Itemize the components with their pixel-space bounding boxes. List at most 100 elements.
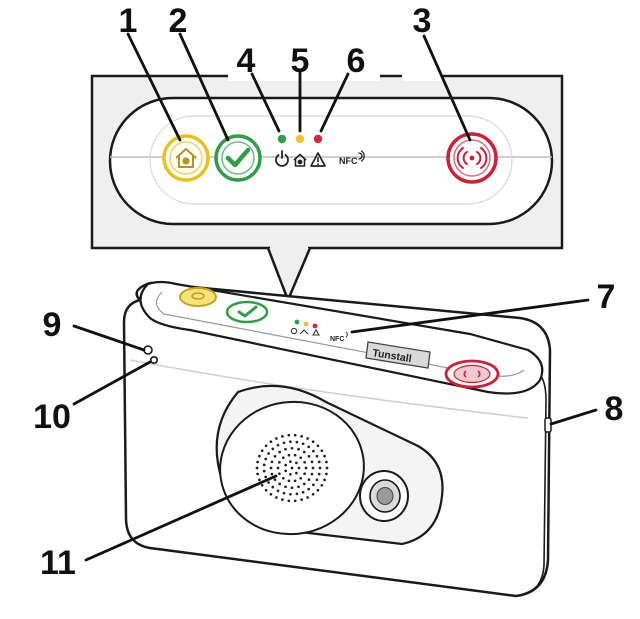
speaker-hole [289,460,292,463]
device-alarm-led [312,323,318,329]
speaker-hole [307,455,311,458]
warning-icon [310,152,326,167]
callout-11: 11 [40,544,76,582]
speaker-hole [264,457,268,461]
speaker-hole [303,472,306,476]
speaker-hole [318,466,322,470]
speaker-hole [276,489,280,493]
speaker-hole [284,463,288,467]
speaker-hole [269,440,273,444]
speaker-hole [307,478,311,481]
home-button-inner-ring [169,141,203,175]
device-home-button-cap [179,287,217,307]
speaker-hole [315,478,319,482]
speaker-hole [295,440,299,444]
speaker-hole [295,461,298,465]
device-alarm-button[interactable] [444,359,500,389]
speaker-hole [317,472,321,476]
speaker-hole [323,454,326,458]
device-check-button[interactable] [225,300,269,324]
alarm-button[interactable] [446,132,498,184]
power-led [277,134,287,144]
speaker-hole [273,478,277,481]
leader-2 [178,32,230,142]
speaker-hole [276,443,280,447]
speaker-hole [287,453,291,457]
speaker-hole [273,455,277,458]
lens [359,470,409,522]
speaker-hole [316,444,320,448]
speaker-hole [281,435,284,438]
device-alarm-signal-icon [463,370,481,378]
speaker-hole [282,441,286,445]
leader-3 [422,34,472,142]
speaker-hole [299,476,303,480]
speaker-hole [287,433,291,437]
device-home-led [303,321,309,327]
speaker-grille [255,433,329,503]
speaker-hole [256,460,259,464]
pointer-join [270,244,308,250]
leader-6 [319,72,350,133]
side-sensor-bottom [150,355,159,364]
device-home-button-symbol [191,292,205,300]
speaker-hole [287,479,291,483]
speaker-hole [284,469,288,473]
speaker-hole [310,460,314,464]
alarm-led [313,134,323,144]
speaker-hole [290,486,294,490]
device-status-icons [290,327,320,336]
speaker-hole [290,466,294,470]
speaker-hole [312,483,315,487]
device-alarm-button-inner [453,364,491,384]
device-power-led [294,319,300,325]
alarm-button-inner-ring [453,139,491,177]
speaker-hole [311,492,315,496]
speaker-hole [315,454,319,458]
speaker-hole [264,444,268,448]
callout-4: 4 [237,42,256,80]
device-check-icon [237,305,258,318]
callout-3: 3 [413,2,432,40]
device-body: NFC Tunstall [122,280,552,598]
callout-6: 6 [347,42,366,80]
speaker-hole [306,437,309,440]
speaker-hole [267,481,270,484]
speaker-hole [323,478,326,482]
speaker-hole [287,499,291,503]
callout-numbers: 1 2 3 4 5 6 7 8 9 10 11 [33,2,623,582]
device-home-button[interactable] [179,287,217,307]
leader-10 [72,360,152,406]
speaker-hole [276,466,280,470]
speaker-hole [295,492,299,496]
brand-plate: Tunstall [365,341,431,369]
speaker-hole [258,454,261,458]
home-button[interactable] [162,134,210,182]
panel-nfc-label: NFC [339,156,358,166]
device-check-button-cap [225,300,269,324]
home-led [295,134,305,144]
frame-gap [228,72,380,81]
speaker-hole [325,472,328,476]
speaker-hole [270,472,274,476]
speaker-hole [297,466,301,470]
speaker-hole [316,488,320,492]
speaker-hole [284,485,287,489]
device-nfc-wave-icon [345,331,348,338]
speaker-hole [271,447,275,451]
speaker-hole [269,466,273,470]
speaker-hole [317,460,321,464]
callout-10: 10 [33,398,71,436]
speaker-hole [278,450,282,454]
zoom-pointer [266,247,312,304]
speaker-hole [301,442,305,446]
callout-1: 1 [119,2,138,40]
speaker-hole [320,449,324,453]
check-button[interactable] [214,134,262,182]
speaker-hole [293,479,297,483]
callout-5: 5 [291,42,310,80]
speaker-hole [275,496,278,499]
speaker-hole [293,453,297,457]
